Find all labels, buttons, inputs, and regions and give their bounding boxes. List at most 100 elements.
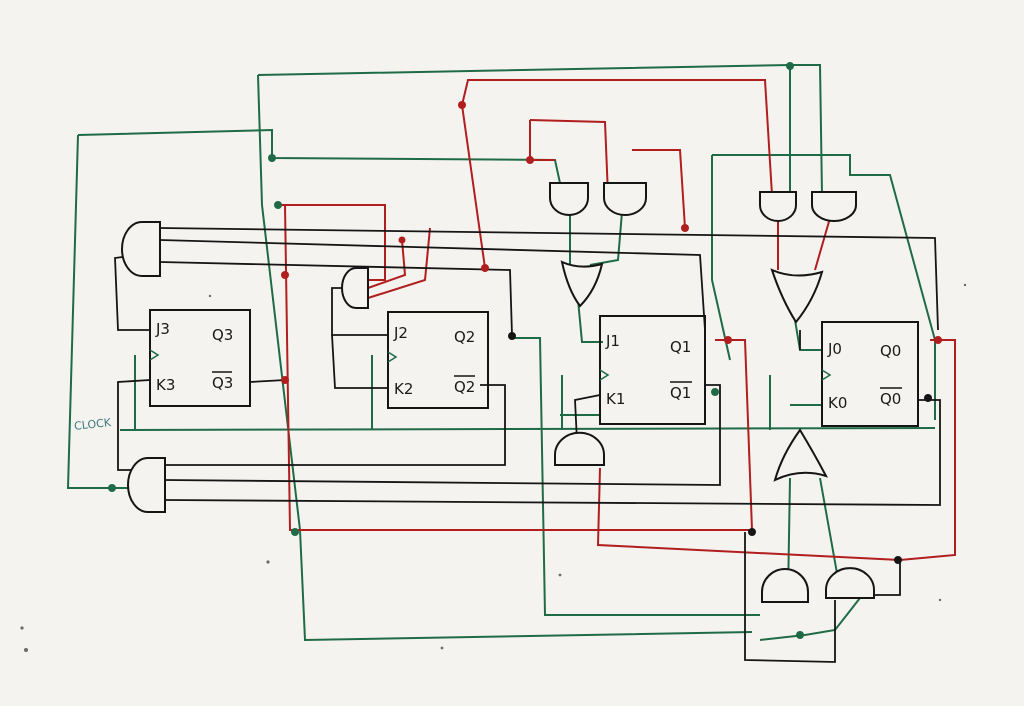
junction-dot [274,201,282,209]
wire-red-left-drop [461,104,486,269]
flipflop-2: J2 K2 Q2 Q2 [387,311,489,409]
wire-red-mini-gate [367,239,407,289]
red-wires [278,79,956,562]
junction-dot [458,101,466,109]
pin-k-label: K0 [828,394,847,412]
junction-dot [108,484,116,492]
clock-triangle-icon [387,351,398,363]
and-gate-icon [603,182,647,216]
and-gate-icon [761,568,809,603]
and-gate-icon [554,431,605,466]
green-wires [66,64,936,642]
junction-dot [796,631,804,639]
wire-red-to-and-bottom [596,339,956,562]
clock-triangle-icon [821,369,832,381]
wire-and-top-in3 [159,261,513,336]
junction-dot [481,264,489,272]
junction-dot [724,336,732,344]
wire-q3-feedback-top [77,128,561,184]
and-gate-icon [127,457,166,513]
wire-clock-bus [119,427,936,431]
pin-q-label: Q0 [880,342,901,360]
pin-j-label: J0 [827,340,842,358]
wire-or0-to-j0 [794,319,822,351]
wire-top-green-loop [257,64,823,196]
clock-triangle-icon [149,349,160,361]
junction-dot [748,528,756,536]
junction-dot [934,336,942,344]
junction-dot [526,156,534,164]
pin-qbar-label: Q1 [670,384,691,402]
wire-and-bottom-in3 [164,399,941,506]
wire-bottom-gates-loop [744,532,836,663]
and-gate-icon [825,567,875,599]
wire-mid-green-vertical [711,155,731,361]
wire-and-bottom-in2 [164,384,721,486]
wire-green-bottom-loop [759,597,861,641]
paper-specks [20,283,967,652]
wire-left-clock-rail [66,134,135,489]
and-gate-icon [759,191,797,222]
gates [121,182,875,603]
black-wires [114,227,941,663]
pin-q-label: Q1 [670,338,691,356]
junction-dot [508,332,516,340]
or-gate-icon [560,260,604,308]
pin-j-label: J3 [155,320,170,338]
junction-dot [268,154,276,162]
or-gate-icon [770,268,824,324]
wire-and-top-in1 [159,227,939,331]
wire-and-bottom-in1 [165,384,506,466]
pin-qbar-label: Q0 [880,390,901,408]
pin-qbar-label: Q2 [454,378,475,396]
wire-red-and-box [529,119,609,196]
wire-red-mini-gate2 [367,227,431,299]
clock-label: CLOCK [73,416,112,433]
junction-dot [291,528,299,536]
wire-k2-from-gate [331,334,388,389]
junctions [108,62,942,639]
pin-qbar-label: Q3 [212,374,233,392]
wire-q3bar-out [249,379,286,383]
junction-dot [786,62,794,70]
pin-j-label: J2 [393,324,408,342]
wire-k3-and-bottom [117,379,151,471]
wire-q2-to-and-low [512,337,760,616]
flipflop-body [821,321,919,427]
pin-k-label: K2 [394,380,413,398]
flipflop-0: J0 K0 Q0 Q0 [821,321,919,427]
junction-dot [281,271,289,279]
pin-k-label: K1 [606,390,625,408]
wire-red-and0b-to-or0 [814,217,831,271]
junction-dot [894,556,902,564]
wire-right-green-branch [712,154,936,420]
or-gate-icon [773,428,828,482]
flipflop-body [149,309,251,407]
junction-dot [398,236,406,244]
pin-j-label: J1 [605,332,620,350]
wire-and2-to-or1 [589,211,623,266]
wire-j2-from-gate [331,287,388,336]
wire-red-q3-rail [278,204,386,281]
flipflop-1: J1 K1 Q1 Q1 [599,315,706,425]
pin-q-label: Q2 [454,328,475,346]
junction-dot [281,376,289,384]
wire-and-top-in2 [159,239,706,331]
and-gate-icon [121,221,161,277]
junction-dot [681,224,689,232]
and-gate-icon [811,191,857,222]
wire-red-right [632,149,686,229]
clock-triangle-icon [599,369,610,381]
pin-q-label: Q3 [212,326,233,344]
and-gate-icon [549,182,589,216]
pin-k-label: K3 [156,376,175,394]
junction-dot [711,388,719,396]
wire-red-vert-center [284,204,750,531]
wire-red-top [461,79,773,196]
wire-red-and-box2 [529,120,555,161]
junction-dot [924,394,932,402]
and-gate-icon [341,267,369,309]
wire-or1-to-j1 [577,299,603,343]
